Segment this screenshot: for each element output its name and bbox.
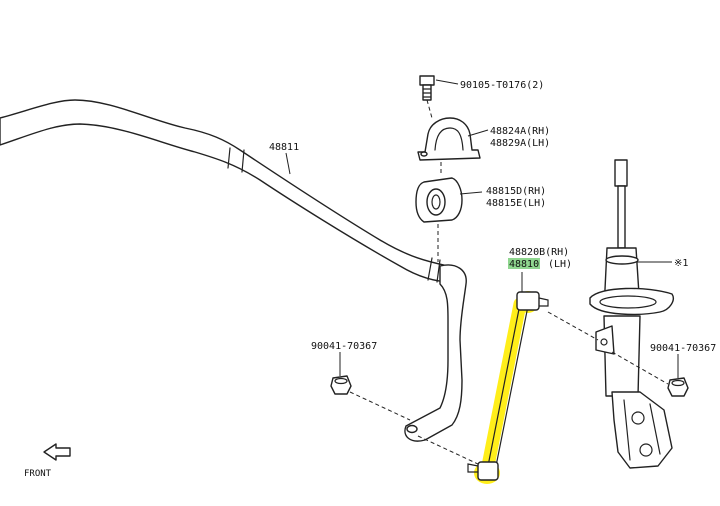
front-label: FRONT	[24, 469, 52, 479]
link-part-number-lh-suffix: (LH)	[548, 259, 572, 270]
stabilizer-bushing[interactable]	[415, 177, 463, 223]
bushing-part-number-lh: 48815E(LH)	[486, 198, 546, 209]
bolt-part-number: 90105-T0176(2)	[460, 80, 544, 91]
strut-reference: ※1	[674, 258, 688, 269]
stabilizer-link[interactable]	[467, 291, 549, 484]
link-part-number-rh: 48820B(RH)	[509, 247, 569, 258]
bracket-part-number-lh: 48829A(LH)	[490, 138, 550, 149]
nut-left-part-number: 90041-70367	[311, 341, 377, 352]
bushing-part-number-rh: 48815D(RH)	[486, 186, 546, 197]
link-part-number-lh: 48810	[509, 259, 539, 270]
strut-assembly[interactable]	[589, 159, 674, 469]
stabilizer-bar[interactable]	[0, 99, 467, 442]
bolt[interactable]	[419, 75, 435, 101]
front-arrow-icon	[43, 443, 71, 461]
bracket-part-number-rh: 48824A(RH)	[490, 126, 550, 137]
stabilizer-bar-part-number: 48811	[269, 142, 299, 153]
front-direction-indicator: FRONT	[24, 443, 71, 479]
link-part-number-highlight	[508, 258, 540, 269]
bushing-bracket[interactable]	[417, 117, 481, 161]
nut-right[interactable]	[667, 377, 689, 397]
nut-right-part-number: 90041-70367	[650, 343, 716, 354]
nut-left[interactable]	[330, 375, 352, 395]
